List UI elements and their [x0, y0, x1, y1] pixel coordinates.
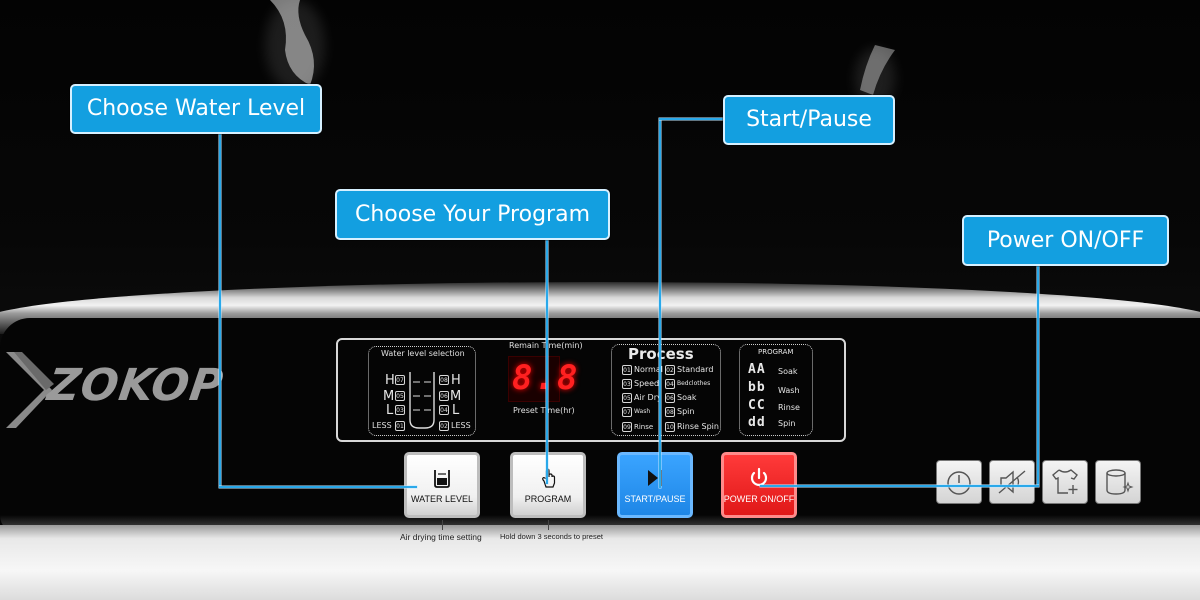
seven-segment-readout: 8.8 [512, 358, 580, 398]
level-num: 07 [395, 375, 405, 385]
callout-line [219, 132, 221, 488]
start-pause-button-label: START/PAUSE [624, 493, 686, 504]
program-name: Wash [778, 386, 800, 395]
water-level-hint: Air drying time setting [400, 532, 482, 542]
hint-tick [442, 520, 443, 530]
play-pause-icon [648, 469, 662, 486]
water-level-button[interactable]: WATER LEVEL [404, 452, 480, 518]
lid-highlight [270, 0, 314, 85]
level-right-h: H [451, 373, 461, 388]
level-right-l: L [452, 403, 460, 418]
clothes-add-icon [1052, 469, 1078, 494]
callout-line [546, 238, 548, 484]
level-right-m: M [450, 389, 462, 404]
water-level-title: Water level selection [381, 349, 465, 358]
brand-logo-text: ZOKOP [44, 360, 227, 411]
level-left-h: H [385, 373, 395, 388]
program-code: dd [748, 415, 766, 430]
water-level-button-label: WATER LEVEL [410, 493, 473, 504]
callout-line [659, 118, 725, 120]
remain-time-label: Remain Time(min) [509, 341, 583, 350]
level-num: 02 [439, 421, 449, 431]
level-num: 05 [395, 391, 405, 401]
program-hint: Hold down 3 seconds to preset [500, 532, 603, 541]
program-code: bb [748, 380, 766, 395]
callout-line [760, 485, 1039, 487]
level-num: 04 [439, 405, 449, 415]
lid-highlight [860, 45, 895, 95]
level-right-less: LESS [451, 421, 471, 430]
process-box [611, 344, 721, 436]
hint-tick [548, 520, 549, 530]
program-name: Soak [778, 367, 798, 376]
level-num: 06 [439, 391, 449, 401]
level-num: 01 [395, 421, 405, 431]
callout-line [659, 118, 661, 488]
level-left-less: LESS [372, 421, 392, 430]
program-button-label: PROGRAM [524, 493, 572, 504]
tub-clean-button[interactable] [1095, 460, 1141, 504]
level-num: 08 [439, 375, 449, 385]
program-code: CC [748, 398, 766, 413]
program-name: Spin [778, 419, 796, 428]
preset-time-label: Preset Time(hr) [513, 406, 575, 415]
callout-line [1037, 264, 1039, 486]
hand-pointer-icon [542, 467, 556, 488]
mute-button[interactable] [989, 460, 1035, 504]
timer-button[interactable] [936, 460, 982, 504]
lower-body [0, 525, 1200, 600]
water-level-icon [434, 469, 450, 488]
callout-power: Power ON/OFF [962, 215, 1169, 266]
callout-start-pause: Start/Pause [723, 95, 895, 145]
display-area [336, 338, 846, 442]
zokop-logo-icon [6, 352, 54, 428]
timer-icon [947, 471, 971, 495]
program-code: AA [748, 362, 766, 377]
power-button-label: POWER ON/OFF [723, 493, 795, 504]
program-name: Rinse [778, 403, 800, 412]
tub-level-graphic [409, 372, 435, 429]
program-button[interactable]: PROGRAM [510, 452, 586, 518]
clothes-add-button[interactable] [1042, 460, 1088, 504]
mute-icon [998, 470, 1026, 494]
callout-line [219, 486, 417, 488]
program-title: PROGRAM [758, 348, 794, 356]
water-level-box [368, 346, 476, 436]
level-num: 03 [395, 405, 405, 415]
start-pause-button[interactable]: START/PAUSE [617, 452, 693, 518]
callout-choose-program: Choose Your Program [335, 189, 610, 240]
level-left-m: M [383, 389, 395, 404]
tub-clean-icon [1106, 469, 1134, 495]
callout-choose-water-level: Choose Water Level [70, 84, 322, 134]
power-icon [750, 467, 768, 486]
program-box [739, 344, 813, 436]
seven-segment-display [508, 356, 560, 402]
level-left-l: L [386, 403, 394, 418]
